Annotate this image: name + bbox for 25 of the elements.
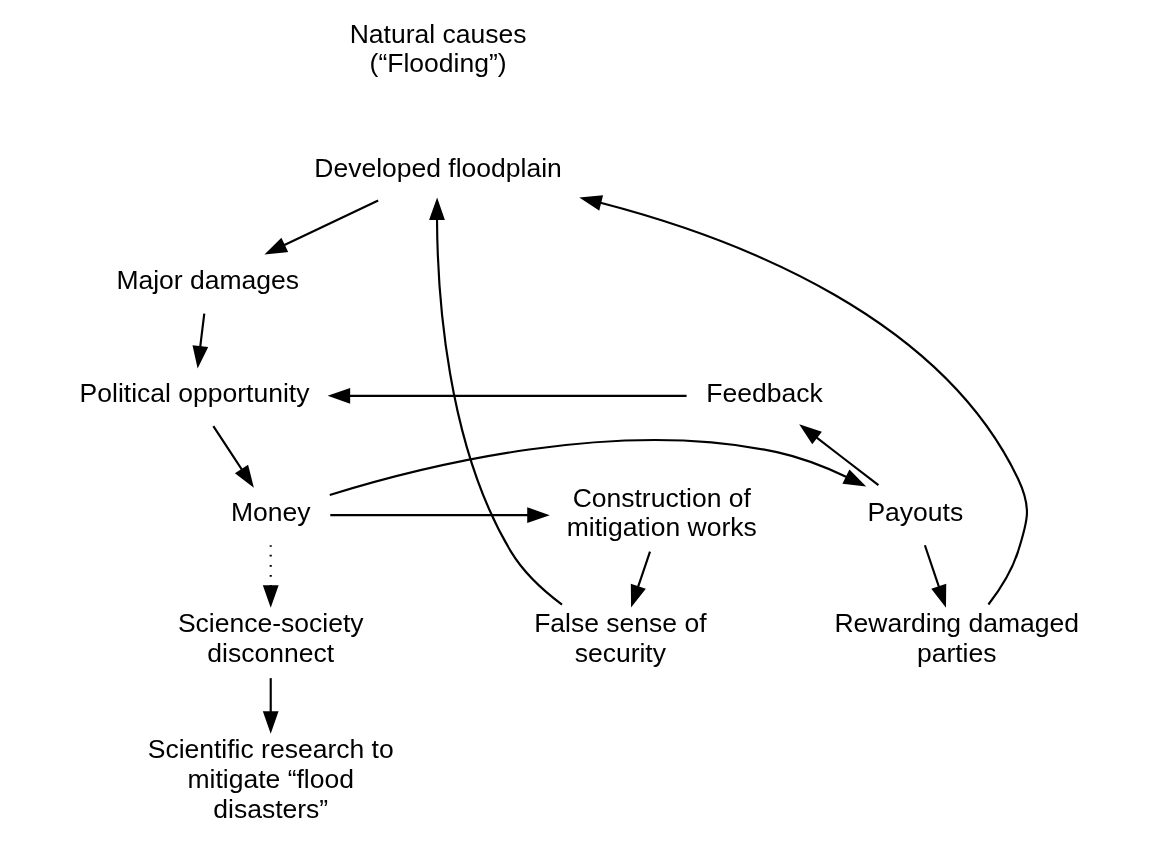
arrow [262, 545, 279, 608]
node-text: Payouts [866, 497, 963, 528]
arrow [428, 197, 563, 606]
node-text: False sense of security [533, 608, 707, 669]
node-text: Rewarding damaged parties [833, 608, 1079, 669]
arrow [263, 199, 379, 255]
node-text: Scientific research to mitigate “flood disasters” [147, 734, 394, 825]
arrow [578, 195, 1028, 606]
node-text: Political opportunity [79, 378, 309, 409]
arrow [262, 678, 279, 734]
arrow [329, 507, 550, 524]
label: Natural causes (“Flooding”) [349, 18, 526, 79]
arrow [798, 424, 879, 486]
arrow [923, 544, 946, 608]
node-text: Science-society disconnect [177, 608, 364, 669]
arrow [328, 439, 866, 497]
node-text: Major damages [115, 265, 299, 296]
arrow [192, 313, 208, 369]
node-text: Money [230, 497, 310, 528]
arrow [630, 551, 651, 608]
arrow [327, 387, 687, 404]
arrow [211, 425, 254, 488]
node-text: Construction of mitigation works [566, 482, 757, 543]
node-text: Feedback [705, 378, 823, 409]
node-text: Developed floodplain [313, 152, 562, 183]
